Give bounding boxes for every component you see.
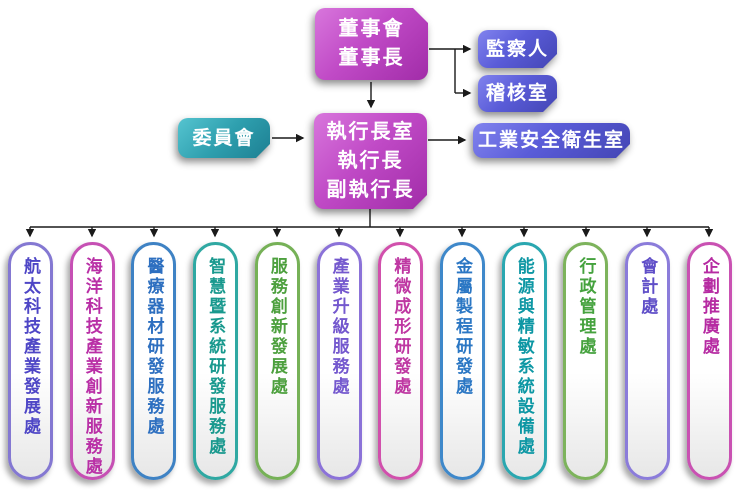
dept-label: 產業升級服務處	[329, 257, 349, 397]
org-node-dept-energy-precision: 能源與精敏系統設備處	[501, 242, 547, 480]
dept-label: 行政管理處	[576, 257, 596, 357]
org-node-dept-administration: 行政管理處	[563, 242, 609, 480]
connector-group	[25, 44, 714, 238]
dept-label: 能源與精敏系統設備處	[514, 257, 534, 457]
dept-label: 服務創新發展處	[267, 257, 287, 397]
dept-label: 航太科技產業發展處	[21, 257, 40, 437]
department-row: 航太科技產業發展處 海洋科技產業創新服務處 醫療器材研發服務處 智慧暨系統研發服…	[8, 242, 732, 480]
dept-label: 金屬製程研發處	[453, 257, 473, 397]
supervisor-label: 監察人	[485, 38, 549, 60]
org-node-audit: 稽核室	[478, 75, 557, 112]
dept-label: 精微成形研發處	[391, 257, 411, 397]
org-node-dept-aerospace: 航太科技產業發展處	[8, 242, 53, 480]
org-node-safety: 工業安全衛生室	[473, 123, 630, 158]
dept-label: 會計處	[638, 257, 658, 317]
org-node-dept-industry-upgrade: 產業升級服務處	[316, 242, 362, 480]
executive-line-3: 副執行長	[326, 178, 415, 201]
dept-label: 海洋科技產業創新服務處	[82, 257, 102, 477]
org-node-committee: 委員會	[178, 118, 270, 158]
board-line-1: 董事會	[338, 18, 405, 40]
org-node-executive: 執行長室 執行長 副執行長	[314, 113, 427, 209]
safety-label: 工業安全衛生室	[477, 130, 625, 151]
org-node-board: 董事會 董事長	[315, 8, 428, 80]
committee-label: 委員會	[192, 127, 256, 149]
dept-label: 企劃推廣處	[699, 257, 719, 357]
org-node-dept-service-innovation: 服務創新發展處	[254, 242, 300, 480]
org-node-dept-metal-process: 金屬製程研發處	[440, 242, 486, 480]
executive-line-2: 執行長	[337, 149, 404, 172]
board-line-2: 董事長	[338, 47, 405, 69]
audit-label: 稽核室	[485, 83, 549, 104]
org-node-dept-micro-forming: 精微成形研發處	[378, 242, 424, 480]
dept-label: 智慧暨系統研發服務處	[206, 257, 226, 457]
org-node-dept-smart-systems: 智慧暨系統研發服務處	[193, 242, 239, 480]
org-node-dept-planning-promotion: 企劃推廣處	[686, 242, 732, 480]
dept-label: 醫療器材研發服務處	[144, 257, 164, 437]
org-node-dept-accounting: 會計處	[625, 242, 671, 480]
executive-line-1: 執行長室	[326, 120, 415, 143]
org-node-supervisor: 監察人	[478, 30, 557, 68]
org-node-dept-marine: 海洋科技產業創新服務處	[69, 242, 115, 480]
org-node-dept-medical: 醫療器材研發服務處	[131, 242, 177, 480]
